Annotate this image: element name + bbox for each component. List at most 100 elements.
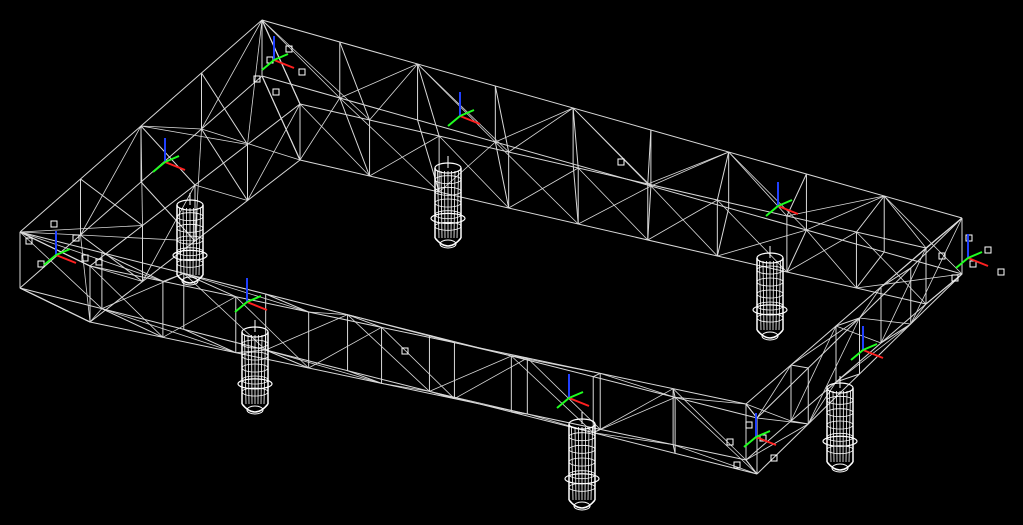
top-cross-member xyxy=(790,364,809,369)
top-cross-member xyxy=(716,151,730,201)
ucs-icon xyxy=(743,413,777,448)
grip-square[interactable] xyxy=(25,237,33,245)
grip-square[interactable] xyxy=(253,75,261,83)
bottom-cross-member xyxy=(265,349,309,369)
fixture-base xyxy=(439,239,457,249)
diagonal-brace xyxy=(786,231,857,273)
grip-square[interactable] xyxy=(733,461,741,469)
grip-square[interactable] xyxy=(401,347,409,355)
diagonal-brace xyxy=(194,128,202,242)
fixture-rib xyxy=(842,390,844,463)
grip-square[interactable] xyxy=(81,254,89,262)
grip-square[interactable] xyxy=(285,45,293,53)
fixture-yoke xyxy=(430,212,466,224)
fixture-rib xyxy=(775,260,778,331)
diagonal-brace xyxy=(728,151,807,231)
diagonal-brace xyxy=(369,63,418,121)
diagonal-brace xyxy=(593,432,674,446)
fixture-band xyxy=(241,351,269,361)
x-axis xyxy=(967,257,989,267)
fixture-rib xyxy=(247,334,250,405)
grip-markers[interactable] xyxy=(25,45,1005,469)
fixture-band xyxy=(176,258,204,268)
grip-square[interactable] xyxy=(72,234,80,242)
light-fixture[interactable] xyxy=(430,156,466,249)
fixture-rib xyxy=(772,260,774,331)
top-cross-member xyxy=(572,107,579,169)
fixture-band xyxy=(434,175,462,185)
truss-segment[interactable] xyxy=(19,231,758,475)
corner-edge xyxy=(925,273,963,305)
fixture-rib xyxy=(251,334,253,405)
diagonal-brace xyxy=(381,382,430,392)
top-cross-member xyxy=(880,267,912,288)
inner-bottom-chord xyxy=(299,159,927,305)
diagonal-brace xyxy=(261,19,370,121)
top-cross-member xyxy=(786,173,807,217)
truss-segment[interactable] xyxy=(261,19,963,305)
light-fixture[interactable] xyxy=(172,193,208,286)
top-cross-member xyxy=(429,334,455,344)
light-fixture[interactable] xyxy=(752,246,788,341)
grip-square[interactable] xyxy=(95,258,103,266)
grip-square[interactable] xyxy=(984,246,992,254)
grip-square[interactable] xyxy=(997,268,1005,276)
diagonal-brace xyxy=(883,195,927,249)
diagonal-brace xyxy=(80,234,196,242)
diagonal-brace xyxy=(347,314,455,344)
light-fixture[interactable] xyxy=(564,412,600,511)
fixture-rib xyxy=(587,426,590,501)
diagonal-brace xyxy=(511,355,601,374)
x-axis xyxy=(459,115,481,125)
bottom-cross-member xyxy=(80,234,143,282)
diagonal-brace xyxy=(593,396,676,434)
grip-square[interactable] xyxy=(272,88,280,96)
fixture-base xyxy=(181,276,199,286)
light-fixture[interactable] xyxy=(237,320,273,415)
diagonal-brace xyxy=(790,317,860,366)
diagonal-brace xyxy=(235,349,266,354)
grip-square[interactable] xyxy=(726,438,734,446)
diagonal-brace xyxy=(495,141,579,225)
ucs-icon xyxy=(447,92,481,127)
grip-square[interactable] xyxy=(50,220,58,228)
grip-square[interactable] xyxy=(745,421,753,429)
light-fixtures[interactable] xyxy=(172,156,858,511)
diagonal-brace xyxy=(89,265,143,282)
bottom-cross-member xyxy=(201,128,248,201)
grip-square[interactable] xyxy=(770,454,778,462)
bottom-cross-member xyxy=(347,370,382,384)
fixture-rib xyxy=(578,426,580,501)
grip-square[interactable] xyxy=(298,68,306,76)
corner-edge xyxy=(19,287,91,323)
fixture-rib xyxy=(182,207,185,276)
grip-square[interactable] xyxy=(617,158,625,166)
x-axis xyxy=(568,397,590,407)
fixture-lens xyxy=(176,274,204,284)
truss-segment[interactable] xyxy=(19,19,301,323)
y-axis xyxy=(955,257,969,269)
diagonal-brace xyxy=(786,195,885,217)
fixture-band xyxy=(176,223,204,233)
diagonal-brace xyxy=(265,314,348,351)
top-cross-member xyxy=(835,317,860,327)
y-axis xyxy=(246,295,262,303)
grip-square[interactable] xyxy=(37,260,45,268)
corner-block[interactable] xyxy=(925,217,963,305)
fixture-rib xyxy=(590,426,593,501)
truss-segment[interactable] xyxy=(745,217,963,475)
outer-top-chord xyxy=(261,19,963,219)
grip-square[interactable] xyxy=(951,274,959,282)
diagonal-brace xyxy=(600,388,674,430)
truss-frame[interactable] xyxy=(19,19,963,475)
diagonal-brace xyxy=(856,231,927,305)
fixture-base xyxy=(246,405,264,415)
diagonal-brace xyxy=(572,107,649,185)
diagonal-brace xyxy=(910,217,963,325)
light-fixture[interactable] xyxy=(822,376,858,473)
fixture-base xyxy=(573,501,591,511)
fixture-base xyxy=(831,463,849,473)
grip-square[interactable] xyxy=(938,252,946,260)
